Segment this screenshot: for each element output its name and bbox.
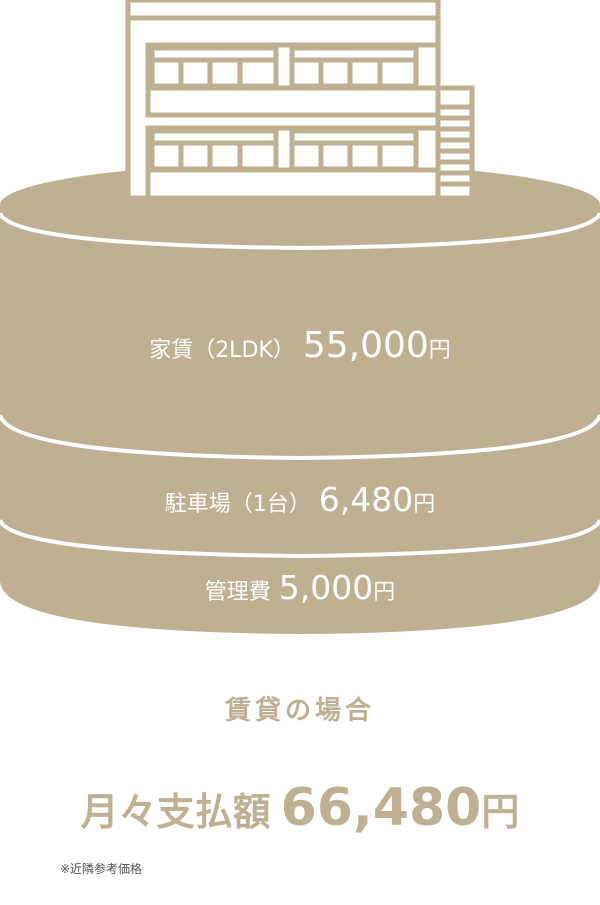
parking-label: 駐車場（1台）: [164, 492, 311, 517]
rent-label: 家賃（2LDK）: [149, 338, 295, 363]
monthly-total-amount: 66,480: [280, 778, 482, 838]
management-fee-label: 管理費: [204, 580, 271, 605]
rent-amount: 55,000: [302, 325, 429, 366]
rental-case-subtitle: 賃貸の場合: [224, 696, 375, 726]
rent-layer-label: 家賃（2LDK） 55,000円: [0, 325, 600, 366]
reference-price-note: ※近隣参考価格: [60, 862, 143, 876]
management-fee-unit: 円: [373, 580, 396, 605]
monthly-total-unit: 円: [481, 790, 520, 834]
cost-stack-illustration: [0, 0, 600, 634]
rent-unit: 円: [428, 338, 451, 363]
management-fee-layer-label: 管理費 5,000円: [0, 568, 600, 607]
parking-amount: 6,480: [318, 480, 414, 519]
apartment-building-icon: [125, 0, 475, 201]
parking-layer-label: 駐車場（1台） 6,480円: [0, 480, 600, 519]
parking-unit: 円: [413, 492, 436, 517]
monthly-total-label: 月々支払額: [80, 790, 271, 834]
management-fee-amount: 5,000: [278, 568, 374, 607]
